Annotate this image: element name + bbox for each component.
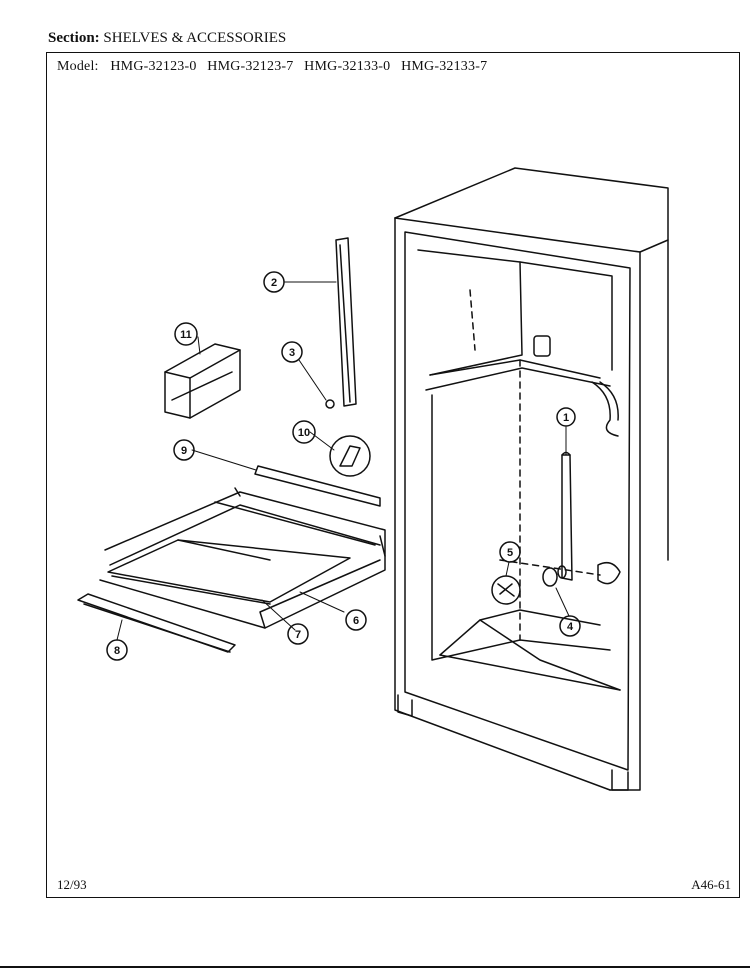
washer	[542, 565, 567, 587]
glass-shelf	[107, 539, 351, 605]
callout-label: 9	[181, 445, 187, 457]
callout-10: 10	[292, 420, 316, 444]
shelf-frame	[99, 487, 386, 629]
callout-11: 11	[174, 322, 198, 346]
callout-1: 1	[556, 407, 576, 427]
model-number: HMG-32123-0	[110, 59, 197, 74]
section-label: Section:	[48, 30, 100, 46]
callout-label: 3	[289, 347, 295, 359]
callout-label: 4	[567, 621, 574, 633]
front-trim	[77, 593, 236, 653]
section-value: SHELVES & ACCESSORIES	[103, 30, 287, 46]
model-line: Model: HMG-32123-0 HMG-32123-7 HMG-32133…	[57, 59, 494, 75]
model-number: HMG-32133-7	[401, 59, 488, 74]
model-number: HMG-32133-0	[304, 59, 391, 74]
callout-5: 5	[499, 541, 521, 563]
callout-7: 7	[287, 623, 309, 645]
callout-label: 5	[507, 547, 513, 559]
leader-lines	[116, 281, 570, 641]
model-number: HMG-32123-7	[207, 59, 294, 74]
mounting-screw	[491, 575, 521, 605]
bottom-rule	[0, 966, 750, 968]
callout-label: 8	[114, 645, 120, 657]
callouts: 1 2 3 4 5 6 7 8	[106, 271, 581, 661]
callout-label: 6	[353, 615, 359, 627]
callout-label: 11	[180, 329, 192, 341]
callout-3: 3	[281, 341, 303, 363]
callout-label: 1	[563, 412, 569, 424]
clip	[329, 435, 371, 477]
screw	[325, 399, 335, 409]
model-label: Model:	[57, 59, 99, 74]
callout-2: 2	[263, 271, 285, 293]
section-heading: Section: SHELVES & ACCESSORIES	[48, 30, 286, 47]
diagram-code: A46-61	[691, 877, 731, 892]
callout-label: 10	[298, 427, 310, 439]
bracket	[164, 343, 241, 419]
shelf-rail	[335, 237, 357, 407]
shelf-trim	[254, 465, 381, 507]
revision-date: 12/93	[57, 877, 87, 892]
refrigerator-cabinet	[394, 167, 669, 791]
callout-label: 2	[271, 277, 277, 289]
callout-8: 8	[106, 639, 128, 661]
callout-6: 6	[345, 609, 367, 631]
callout-4: 4	[559, 615, 581, 637]
diagram-frame: Model: HMG-32123-0 HMG-32123-7 HMG-32133…	[46, 52, 740, 898]
callout-9: 9	[173, 439, 195, 461]
callout-label: 7	[295, 629, 301, 641]
